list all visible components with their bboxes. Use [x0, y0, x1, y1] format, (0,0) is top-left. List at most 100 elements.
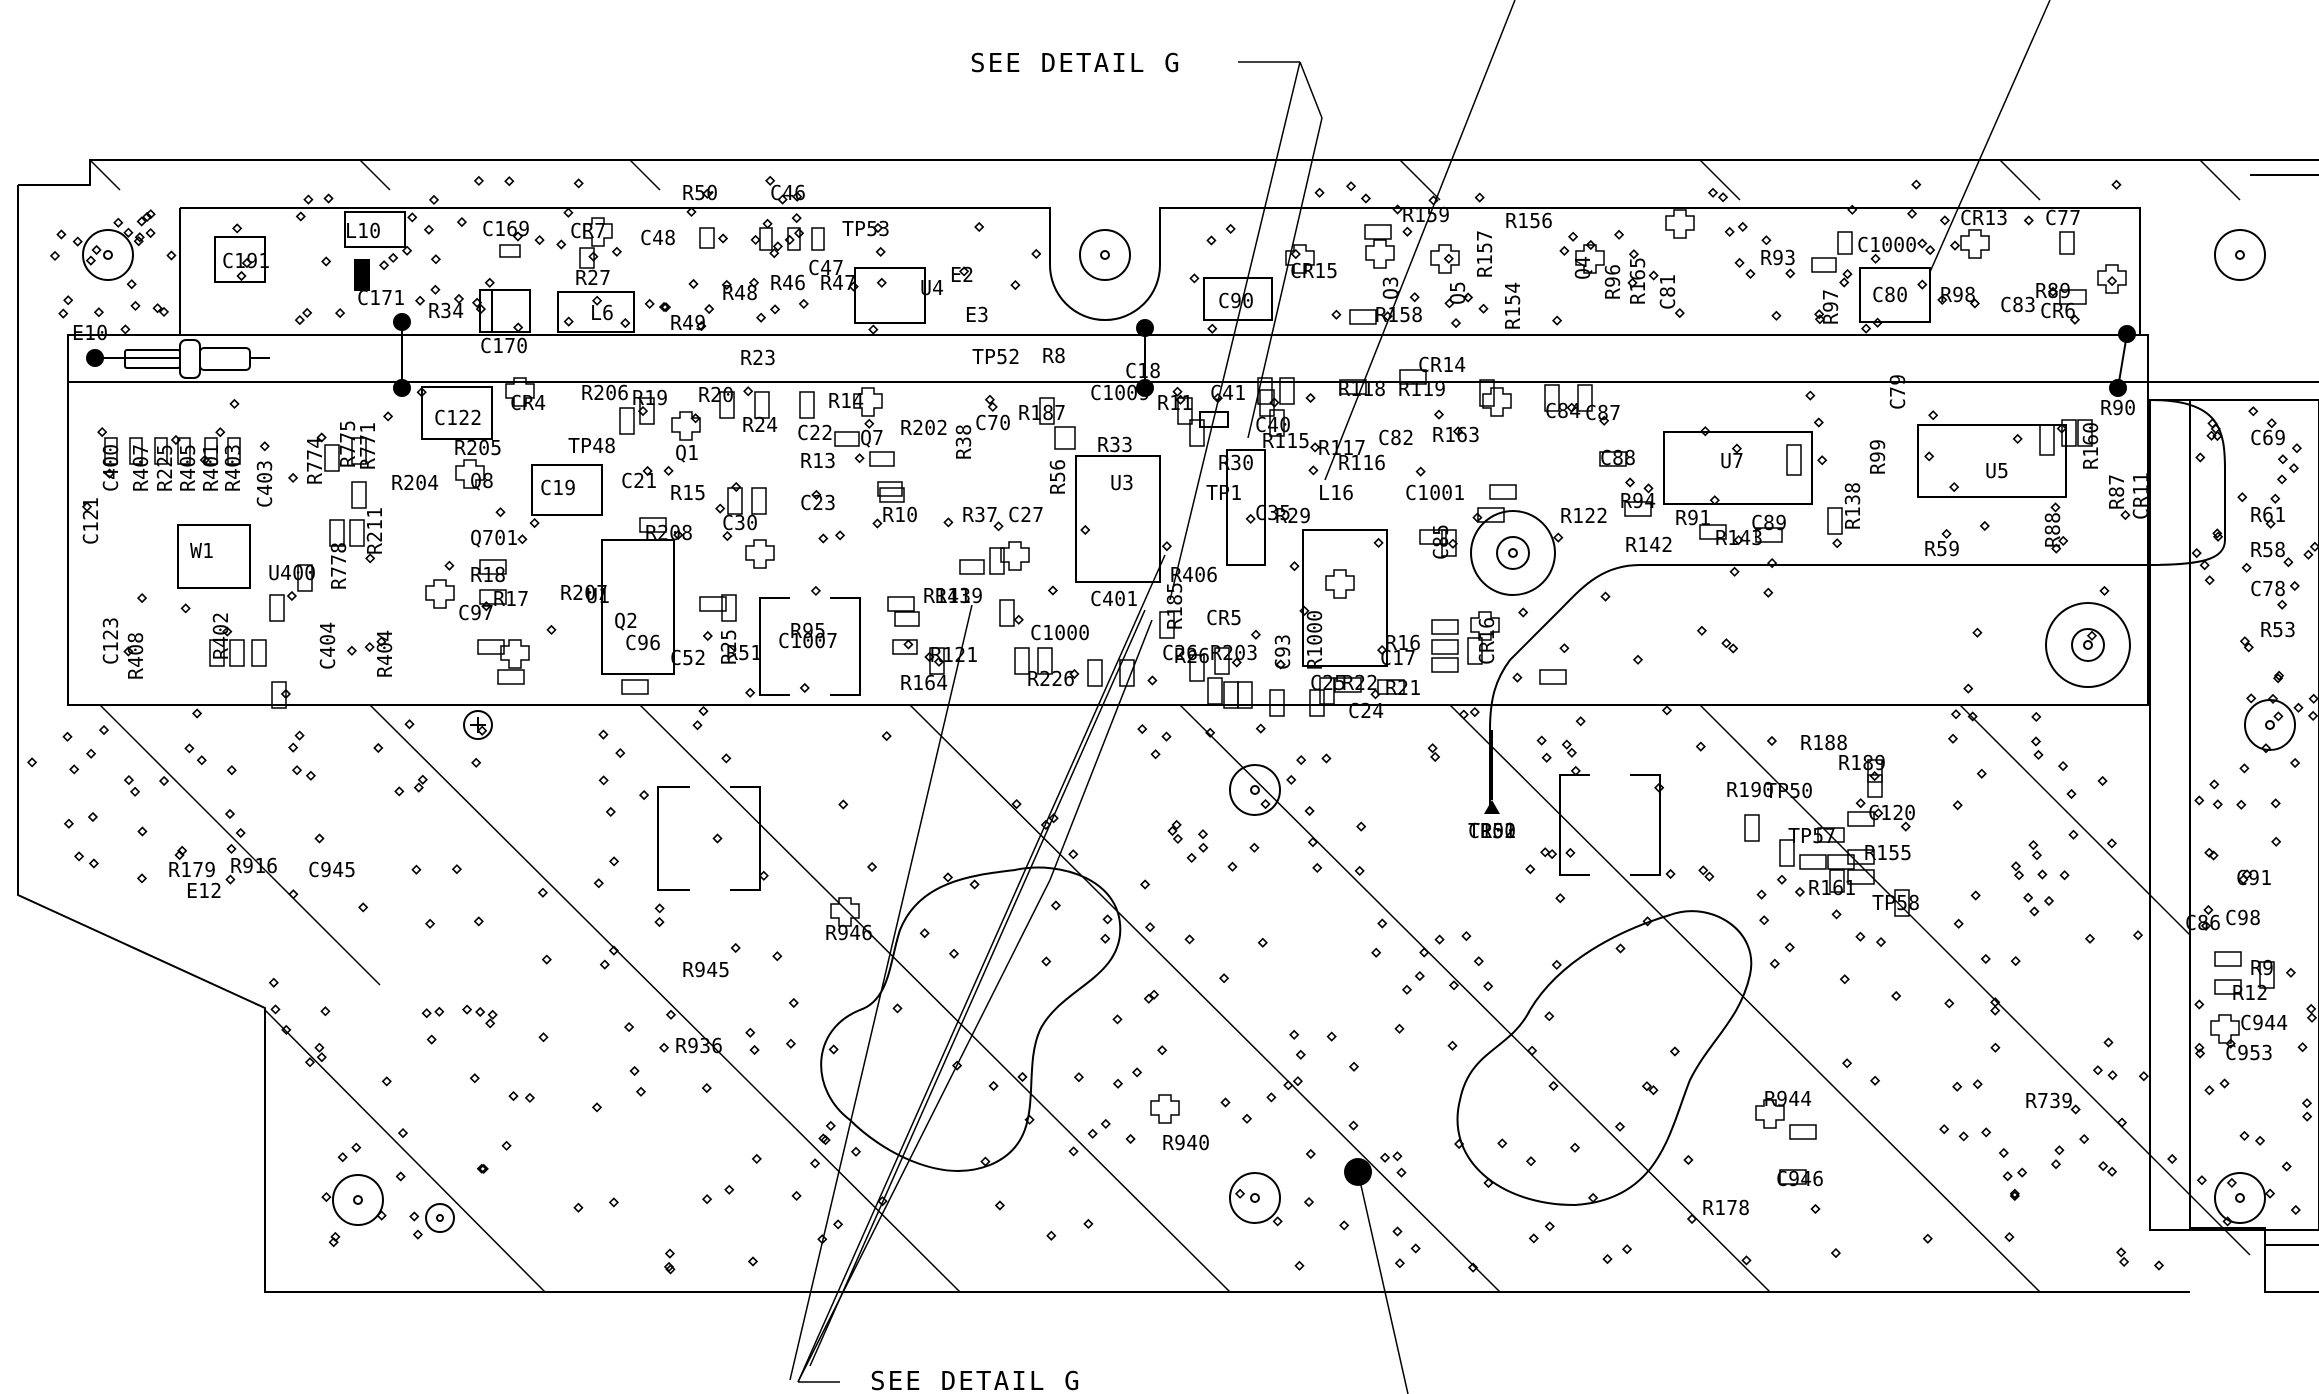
via-diamond	[1855, 798, 1866, 809]
via-diamond	[485, 1018, 496, 1029]
ref-r403: R403	[221, 444, 245, 492]
via-diamond	[942, 872, 954, 883]
via-diamond	[1427, 743, 1438, 754]
via-diamond	[2289, 580, 2300, 592]
ref-r20: R20	[698, 383, 734, 407]
via-diamond	[2239, 636, 2251, 647]
via-diamond	[644, 298, 655, 310]
via-diamond	[1148, 989, 1160, 1000]
ref-q701: Q701	[470, 526, 518, 550]
via-diamond	[2028, 839, 2039, 851]
ref-r14: R14	[828, 389, 864, 413]
via-diamond	[2260, 743, 2272, 754]
via-diamond	[504, 176, 515, 187]
via-diamond	[1813, 417, 1824, 428]
via-diamond	[2013, 870, 2025, 881]
via-diamond	[1709, 495, 1720, 506]
via-diamond	[1963, 683, 1974, 694]
via-diamond	[1433, 409, 1445, 420]
via-diamond	[1756, 889, 1767, 900]
via-diamond	[2277, 599, 2288, 610]
ref-cr15: CR15	[1290, 259, 1338, 283]
transistor-outline	[1430, 244, 1460, 274]
via-diamond	[881, 730, 892, 742]
via-diamond	[702, 188, 713, 199]
ref-r118: R118	[1338, 377, 1386, 401]
via-diamond	[2199, 560, 2210, 571]
via-diamond	[724, 1184, 735, 1195]
via-diamond	[1207, 323, 1218, 334]
via-diamond	[1139, 879, 1151, 890]
via-diamond	[933, 656, 945, 667]
ref-cr6: CR6	[2040, 299, 2076, 323]
ring-connectors	[1470, 510, 2131, 688]
ref-r916: R916	[230, 854, 278, 878]
component-pad	[1467, 637, 1483, 665]
via-diamond	[1376, 644, 1388, 656]
callout-see-detail-g-bottom: SEE DETAIL G	[870, 1367, 1082, 1394]
component-pad	[1431, 619, 1459, 635]
ref-r163: R163	[1432, 423, 1480, 447]
component-pad	[811, 227, 825, 251]
via-diamond	[1197, 829, 1209, 840]
via-diamond	[2138, 1071, 2149, 1082]
via-diamond	[2098, 1160, 2109, 1172]
via-diamond	[943, 517, 954, 528]
via-diamond	[2239, 763, 2250, 774]
via-diamond	[799, 682, 810, 694]
via-diamond	[401, 245, 413, 256]
via-diamond	[1958, 1131, 1969, 1142]
via-diamond	[158, 306, 170, 318]
via-diamond	[180, 603, 191, 614]
component-pad	[1799, 854, 1827, 870]
ref-r47: R47	[820, 271, 856, 295]
via-diamond	[1769, 958, 1780, 969]
via-diamond	[495, 507, 506, 518]
via-diamond	[2116, 1117, 2128, 1128]
via-diamond	[1776, 874, 1788, 885]
via-diamond	[87, 811, 99, 823]
via-diamond	[85, 255, 97, 266]
via-diamond	[236, 270, 247, 282]
via-diamond	[1345, 181, 1357, 192]
via-diamond	[1575, 716, 1586, 727]
via-diamond	[1872, 317, 1883, 328]
via-diamond	[958, 266, 970, 277]
via-diamond	[715, 503, 726, 514]
via-diamond	[638, 789, 650, 801]
via-diamond	[1461, 930, 1472, 942]
via-diamond	[2297, 1042, 2308, 1053]
ref-r12: R12	[2232, 981, 2268, 1005]
via-diamond	[2106, 838, 2118, 849]
via-diamond	[328, 1237, 339, 1248]
component-pad	[1867, 774, 1883, 798]
via-diamond	[295, 211, 306, 222]
ref-c27: C27	[1008, 503, 1044, 527]
via-diamond	[1260, 798, 1271, 810]
via-diamond	[281, 1024, 292, 1036]
ref-c78: C78	[2250, 577, 2286, 601]
ref-r940: R940	[1162, 1131, 1210, 1155]
via-diamond	[2272, 673, 2284, 684]
via-diamond	[810, 585, 822, 597]
via-diamond	[1683, 1154, 1694, 1166]
via-diamond	[747, 1256, 759, 1267]
via-diamond	[1483, 1177, 1494, 1189]
via-diamond	[1860, 323, 1872, 334]
via-diamond	[1010, 279, 1021, 291]
via-diamond	[91, 244, 102, 256]
via-diamond	[1565, 847, 1576, 859]
via-diamond	[2023, 215, 2034, 226]
via-diamond	[758, 870, 769, 881]
ref-c80: C80	[1872, 283, 1908, 307]
via-diamond	[1628, 249, 1640, 260]
ref-tp57: TP57	[1788, 824, 1836, 848]
via-diamond	[1990, 1042, 2001, 1053]
ref-c953: C953	[2225, 1041, 2273, 1065]
ref-r51: R51	[726, 641, 762, 665]
via-diamond	[2265, 518, 2276, 529]
via-diamond	[1917, 238, 1928, 249]
via-diamond	[1695, 741, 1706, 752]
via-diamond	[1551, 959, 1562, 971]
via-diamond	[2207, 418, 2218, 429]
